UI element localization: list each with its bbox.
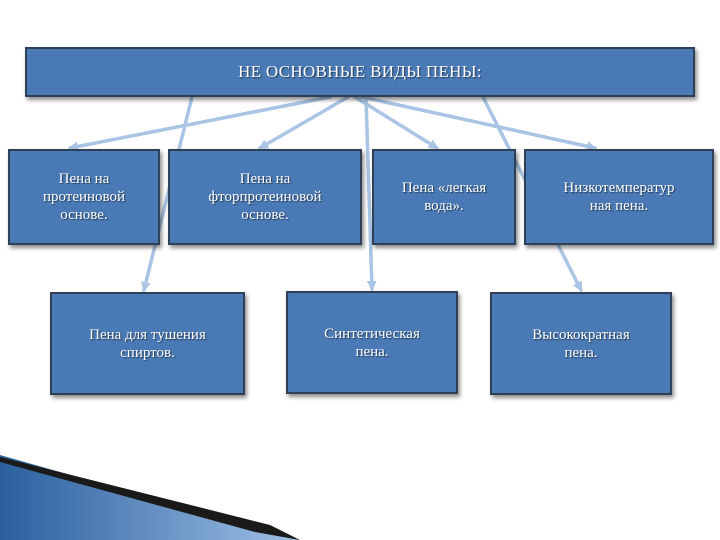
arrow-to-protein [68, 95, 332, 152]
node-low-temperature-foam: Низкотемператур ная пена. [524, 149, 714, 245]
arrow-to-fluoroprotein [258, 95, 350, 150]
node-alcohol-extinguishing-foam: Пена для тушения спиртов. [50, 292, 245, 395]
arrow-to-low-temp [360, 95, 597, 152]
node-low-temperature-label: Низкотемператур ная пена. [563, 180, 675, 214]
node-light-water-foam: Пена «легкая вода». [372, 149, 516, 245]
node-synthetic-foam: Синтетическая пена. [286, 291, 458, 394]
arrow-to-synthetic [364, 95, 377, 291]
arrow-to-light-water [353, 95, 439, 150]
node-synthetic-label: Синтетическая пена. [324, 325, 420, 360]
node-alcohol-label: Пена для тушения спиртов. [89, 326, 206, 361]
node-fluoroprotein-label: Пена на фторпротеиновой основе. [208, 171, 322, 223]
diagram-title-box: НЕ ОСНОВНЫЕ ВИДЫ ПЕНЫ: [25, 47, 695, 97]
node-high-expansion-foam: Высокократная пена. [490, 292, 672, 395]
node-fluoroprotein-foam: Пена на фторпротеиновой основе. [168, 149, 362, 245]
node-protein-foam: Пена на протеиновой основе. [8, 149, 160, 245]
node-high-expansion-label: Высокократная пена. [532, 326, 630, 361]
diagram-title: НЕ ОСНОВНЫЕ ВИДЫ ПЕНЫ: [238, 61, 482, 81]
ribbon-dark [0, 457, 300, 540]
node-protein-label: Пена на протеиновой основе. [42, 171, 126, 223]
node-light-water-label: Пена «легкая вода». [401, 180, 487, 214]
